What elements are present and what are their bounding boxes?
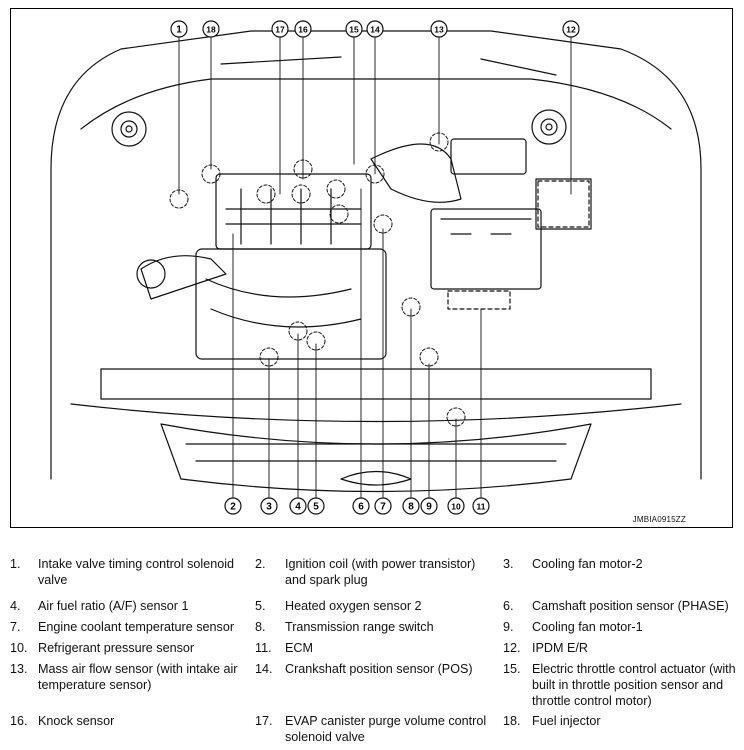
legend-item-number: 17. bbox=[255, 714, 273, 728]
legend-item-number: 14. bbox=[255, 662, 273, 676]
legend-item-number: 6. bbox=[503, 599, 514, 613]
component-markers bbox=[169, 132, 466, 427]
callout-13: 13 bbox=[430, 20, 448, 38]
legend-item-label: Intake valve timing control solenoid val… bbox=[38, 557, 235, 587]
radiator-support bbox=[100, 368, 652, 400]
valve-cover-ribs bbox=[225, 188, 362, 245]
wiper bbox=[220, 56, 557, 76]
callout-number: 2 bbox=[230, 502, 236, 513]
fuse-box bbox=[450, 138, 527, 175]
legend-item-label: EVAP canister purge volume control solen… bbox=[285, 714, 487, 744]
callout-number: 15 bbox=[349, 25, 359, 35]
callout-5: 5 bbox=[307, 497, 325, 515]
air-duct bbox=[370, 143, 462, 203]
callout-8: 8 bbox=[402, 497, 420, 515]
callout-number: 11 bbox=[477, 502, 486, 512]
callout-10: 10 bbox=[447, 497, 465, 515]
callout-number: 13 bbox=[434, 25, 444, 35]
callout-9: 9 bbox=[420, 497, 438, 515]
legend-item-number: 13. bbox=[10, 662, 28, 676]
legend-item-number: 15. bbox=[503, 662, 521, 676]
legend-item-number: 8. bbox=[255, 620, 266, 634]
legend-item-label: Cooling fan motor-2 bbox=[532, 557, 643, 571]
legend-item-label: Transmission range switch bbox=[285, 620, 434, 634]
legend-item-number: 1. bbox=[10, 557, 21, 571]
reservoir bbox=[136, 259, 166, 289]
callout-3: 3 bbox=[260, 497, 278, 515]
callout-number: 4 bbox=[295, 502, 301, 513]
legend-item-label: Heated oxygen sensor 2 bbox=[285, 599, 422, 613]
callout-number: 7 bbox=[380, 502, 386, 513]
engine-bay-illustration: 1 18 17 16 15 14 13 12 2 3 4 5 6 7 8 9 10 11 bbox=[50, 20, 702, 515]
legend-item-number: 2. bbox=[255, 557, 266, 571]
engine-block bbox=[215, 173, 372, 250]
callout-1: 1 bbox=[170, 20, 188, 38]
leader-lines bbox=[178, 36, 572, 498]
callout-11: 11 bbox=[472, 497, 490, 515]
battery bbox=[430, 208, 542, 290]
callout-number: 16 bbox=[298, 25, 308, 35]
legend-item-label: Ignition coil (with power transistor) an… bbox=[285, 557, 476, 587]
callout-number: 12 bbox=[566, 25, 576, 35]
callout-number: 14 bbox=[370, 25, 380, 35]
legend-item-number: 18. bbox=[503, 714, 521, 728]
callout-number: 17 bbox=[275, 25, 285, 35]
callout-18: 18 bbox=[202, 20, 220, 38]
exhaust-manifold bbox=[205, 278, 362, 328]
figure-id-label: JMBIA0915ZZ bbox=[632, 515, 686, 524]
engine-bay-diagram: 1 18 17 16 15 14 13 12 2 3 4 5 6 7 8 9 10 11 JMBIA0915ZZ bbox=[10, 8, 733, 528]
callout-17: 17 bbox=[271, 20, 289, 38]
callout-number: 10 bbox=[451, 502, 461, 512]
legend-item-label: Electric throttle control actuator (with… bbox=[532, 662, 736, 708]
legend-item-number: 12. bbox=[503, 641, 521, 655]
ipdm-box bbox=[535, 178, 592, 230]
callout-6: 6 bbox=[352, 497, 370, 515]
engine-lower bbox=[195, 248, 387, 360]
legend-item-label: Refrigerant pressure sensor bbox=[38, 641, 195, 655]
callout-number: 3 bbox=[266, 502, 272, 513]
legend-item-label: Cooling fan motor-1 bbox=[532, 620, 643, 634]
callout-12: 12 bbox=[562, 20, 580, 38]
intake-hose bbox=[140, 255, 227, 300]
legend-item-label: IPDM E/R bbox=[532, 641, 588, 655]
callout-14: 14 bbox=[366, 20, 384, 38]
legend-item-number: 10. bbox=[10, 641, 28, 655]
callout-number: 6 bbox=[358, 502, 364, 513]
emblem bbox=[340, 470, 412, 486]
ecm-marker bbox=[447, 290, 511, 310]
callout-4: 4 bbox=[289, 497, 307, 515]
callout-number: 9 bbox=[426, 502, 432, 513]
callout-number: 18 bbox=[206, 25, 216, 35]
legend-item-number: 4. bbox=[10, 599, 21, 613]
legend-item-label: Air fuel ratio (A/F) sensor 1 bbox=[38, 599, 189, 613]
legend-item-label: Camshaft position sensor (PHASE) bbox=[532, 599, 729, 613]
ipdm-marker bbox=[537, 180, 590, 228]
left-strut-tower bbox=[111, 111, 147, 147]
callout-2: 2 bbox=[224, 497, 242, 515]
legend-item-number: 16. bbox=[10, 714, 28, 728]
legend-item-number: 3. bbox=[503, 557, 514, 571]
callout-7: 7 bbox=[374, 497, 392, 515]
cowl-line bbox=[80, 78, 672, 130]
legend-item-number: 5. bbox=[255, 599, 266, 613]
legend-item-label: Fuel injector bbox=[532, 714, 601, 728]
callout-number: 1 bbox=[176, 25, 182, 36]
callout-number: 5 bbox=[313, 502, 319, 513]
legend-item-label: Knock sensor bbox=[38, 714, 115, 728]
bumper-upper bbox=[70, 403, 682, 423]
callout-16: 16 bbox=[294, 20, 312, 38]
right-strut-tower bbox=[531, 109, 567, 145]
legend-item-label: Mass air flow sensor (with intake air te… bbox=[38, 662, 238, 692]
legend-item-number: 9. bbox=[503, 620, 514, 634]
legend-item-number: 7. bbox=[10, 620, 21, 634]
legend-item-label: Crankshaft position sensor (POS) bbox=[285, 662, 473, 676]
legend-item-label: ECM bbox=[285, 641, 313, 655]
legend-item-number: 11. bbox=[255, 641, 272, 655]
callout-number: 8 bbox=[408, 502, 414, 513]
callout-15: 15 bbox=[345, 20, 363, 38]
legend-item-label: Engine coolant temperature sensor bbox=[38, 620, 235, 634]
grille bbox=[160, 423, 592, 493]
